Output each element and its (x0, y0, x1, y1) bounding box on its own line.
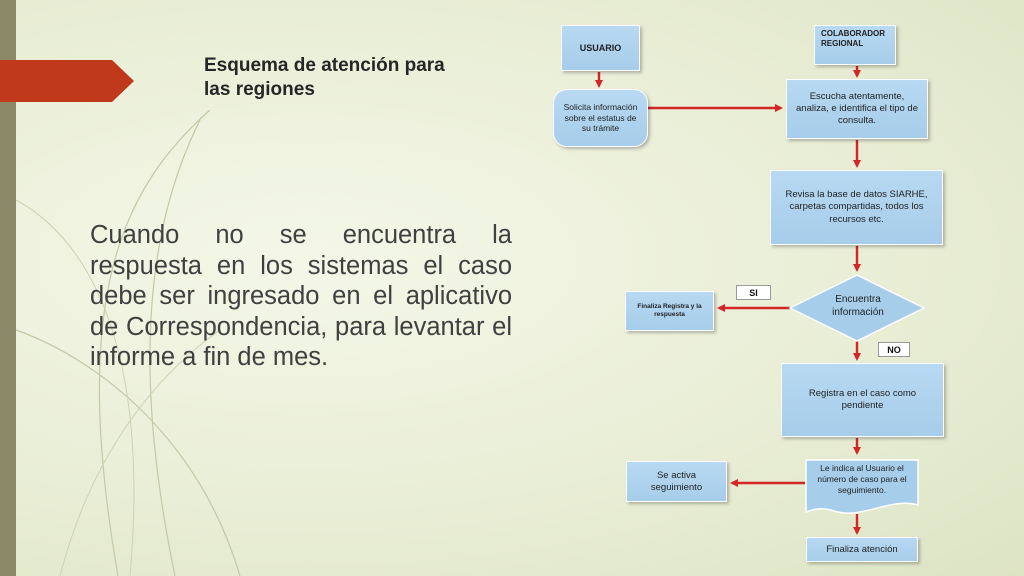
chevron-accent-icon (0, 60, 134, 102)
label-no: NO (878, 342, 910, 357)
node-seguimiento: Se activa seguimiento (626, 461, 727, 502)
node-colaborador-regional: COLABORADOR REGIONAL (814, 25, 896, 65)
node-finaliza-atencion: Finaliza atención (806, 537, 918, 562)
node-solicita: Solicita información sobre el estatus de… (553, 89, 648, 147)
node-encuentra-label: Encuentra información (832, 294, 884, 318)
node-finaliza-registra: Finaliza Registra y la respuesta (625, 291, 714, 331)
node-revisa: Revisa la base de datos SIARHE, carpetas… (770, 170, 943, 245)
document-shape (805, 459, 919, 514)
label-si: SI (736, 285, 771, 300)
side-accent-bar (0, 0, 16, 576)
node-indica-label: Le indica al Usuario el número de caso p… (817, 463, 907, 495)
node-escucha: Escucha atentamente, analiza, e identifi… (786, 79, 928, 139)
slide-body-text: Cuando no se encuentra la respuesta en l… (90, 221, 512, 371)
node-usuario: USUARIO (561, 25, 640, 71)
slide-title: Esquema de atención para las regiones (204, 55, 445, 100)
node-registra: Registra en el caso como pendiente (781, 363, 944, 437)
decision-diamond (788, 274, 926, 342)
